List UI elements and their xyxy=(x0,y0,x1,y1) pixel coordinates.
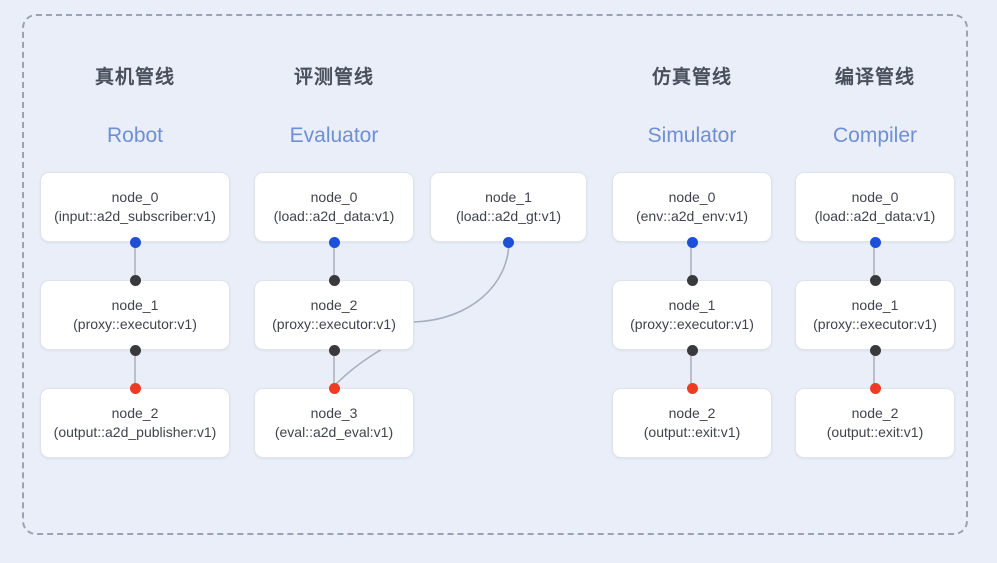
column-subtitle: Evaluator xyxy=(289,124,379,147)
connector-edge xyxy=(333,350,335,388)
node-id-label: node_0 xyxy=(310,189,358,205)
node-ref-label: (proxy::executor:v1) xyxy=(272,316,396,332)
node-terminal-port-dot xyxy=(869,382,881,394)
pipeline-node[interactable]: node_2(output::exit:v1) xyxy=(795,388,955,458)
node-ref-label: (proxy::executor:v1) xyxy=(73,316,197,332)
node-ref-label: (env::a2d_env:v1) xyxy=(635,208,749,224)
node-terminal-port-dot xyxy=(686,382,698,394)
pipeline-node[interactable]: node_1(proxy::executor:v1) xyxy=(795,280,955,350)
connector-edge xyxy=(134,350,136,388)
node-output-port-dot xyxy=(686,344,698,356)
node-id-label: node_1 xyxy=(111,297,159,313)
node-ref-label: (load::a2d_data:v1) xyxy=(273,208,395,224)
node-terminal-port-dot xyxy=(328,382,340,394)
connector-edge xyxy=(873,350,875,388)
connector-edge xyxy=(873,242,875,280)
node-output-port-dot xyxy=(869,344,881,356)
pipeline-node[interactable]: node_0(load::a2d_data:v1) xyxy=(254,172,414,242)
pipeline-node[interactable]: node_1(load::a2d_gt:v1) xyxy=(430,172,587,242)
column-title: 评测管线 xyxy=(293,67,374,88)
node-ref-label: (proxy::executor:v1) xyxy=(813,316,937,332)
node-id-label: node_1 xyxy=(668,297,716,313)
pipeline-node[interactable]: node_0(input::a2d_subscriber:v1) xyxy=(40,172,230,242)
connector-edge xyxy=(690,242,692,280)
column-subtitle: Robot xyxy=(106,124,164,147)
pipeline-node[interactable]: node_1(proxy::executor:v1) xyxy=(612,280,772,350)
column-title: 真机管线 xyxy=(94,67,175,88)
pipeline-node[interactable]: node_1(proxy::executor:v1) xyxy=(40,280,230,350)
node-input-port-dot xyxy=(328,274,340,286)
node-ref-label: (load::a2d_gt:v1) xyxy=(455,208,562,224)
pipeline-node[interactable]: node_2(output::exit:v1) xyxy=(612,388,772,458)
node-input-port-dot xyxy=(869,274,881,286)
node-terminal-port-dot xyxy=(129,382,141,394)
node-id-label: node_2 xyxy=(111,405,159,421)
column-title: 仿真管线 xyxy=(651,67,732,88)
column-subtitle: Compiler xyxy=(832,124,918,147)
node-id-label: node_0 xyxy=(668,189,716,205)
pipeline-node[interactable]: node_3(eval::a2d_eval:v1) xyxy=(254,388,414,458)
pipeline-node[interactable]: node_2(proxy::executor:v1) xyxy=(254,280,414,350)
node-id-label: node_2 xyxy=(310,297,358,313)
node-ref-label: (output::exit:v1) xyxy=(643,424,741,440)
node-ref-label: (output::exit:v1) xyxy=(826,424,924,440)
node-output-port-dot xyxy=(869,236,881,248)
node-id-label: node_0 xyxy=(111,189,159,205)
node-id-label: node_2 xyxy=(851,405,899,421)
column-title: 编译管线 xyxy=(834,67,915,88)
connector-edge xyxy=(134,242,136,280)
node-input-port-dot xyxy=(129,274,141,286)
connector-edge xyxy=(333,242,335,280)
node-id-label: node_1 xyxy=(851,297,899,313)
node-output-port-dot xyxy=(129,344,141,356)
column-subtitle: Simulator xyxy=(647,124,737,147)
pipeline-node[interactable]: node_0(load::a2d_data:v1) xyxy=(795,172,955,242)
node-id-label: node_0 xyxy=(851,189,899,205)
pipeline-node[interactable]: node_0(env::a2d_env:v1) xyxy=(612,172,772,242)
diagram-canvas-border xyxy=(22,14,968,535)
node-input-port-dot xyxy=(686,274,698,286)
node-id-label: node_2 xyxy=(668,405,716,421)
node-output-port-dot xyxy=(328,344,340,356)
node-output-port-dot xyxy=(328,236,340,248)
node-output-port-dot xyxy=(129,236,141,248)
node-output-port-dot xyxy=(503,236,514,248)
node-ref-label: (output::a2d_publisher:v1) xyxy=(53,424,217,440)
node-id-label: node_1 xyxy=(485,189,532,205)
node-ref-label: (proxy::executor:v1) xyxy=(630,316,754,332)
node-ref-label: (load::a2d_data:v1) xyxy=(814,208,936,224)
node-id-label: node_3 xyxy=(310,405,358,421)
connector-edge xyxy=(690,350,692,388)
pipeline-node[interactable]: node_2(output::a2d_publisher:v1) xyxy=(40,388,230,458)
node-output-port-dot xyxy=(686,236,698,248)
node-ref-label: (eval::a2d_eval:v1) xyxy=(274,424,394,440)
node-ref-label: (input::a2d_subscriber:v1) xyxy=(54,208,216,224)
